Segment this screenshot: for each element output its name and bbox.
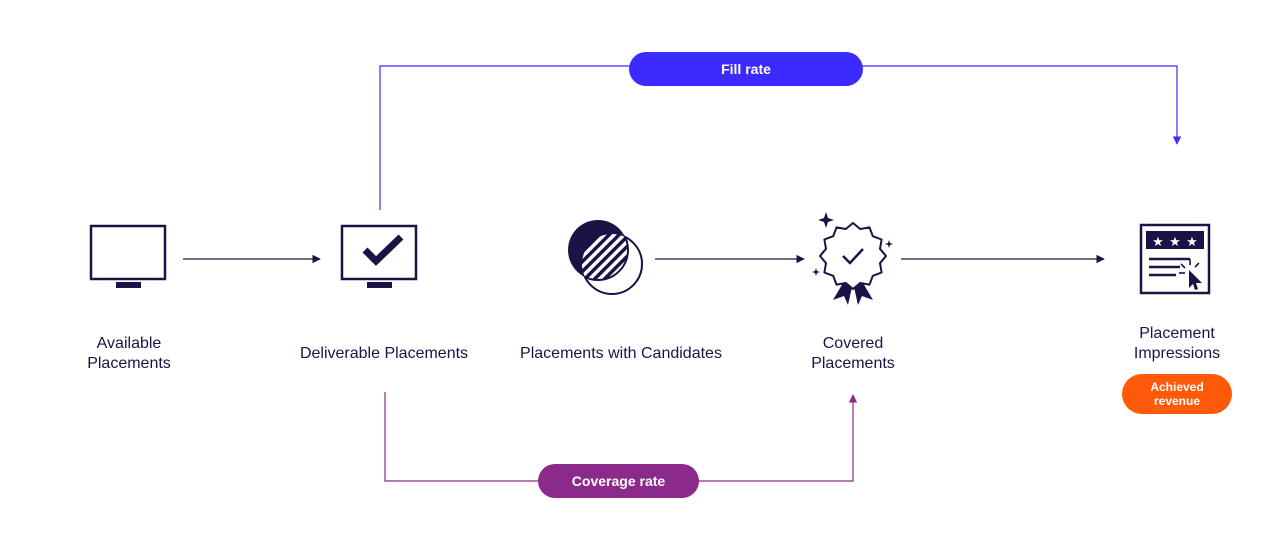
stage-label-line: Deliverable Placements — [299, 345, 469, 362]
stage-label-line: Available — [96, 335, 162, 352]
stage-label-line: Placement — [1139, 325, 1215, 342]
badge-check-icon — [812, 212, 893, 305]
stage-label-deliverable: Deliverable Placements — [300, 344, 468, 364]
stage-label-line: Impressions — [1133, 345, 1221, 362]
achieved-revenue-badge: Achieved revenue — [1122, 374, 1232, 414]
stage-label-impressions: Placement Impressions — [1134, 324, 1220, 364]
overlapping-circles-icon — [568, 220, 643, 295]
svg-text:★: ★ — [1169, 235, 1181, 250]
achieved-revenue-line2: revenue — [1153, 394, 1201, 408]
svg-text:★: ★ — [1152, 235, 1164, 250]
coverage-rate-badge: Coverage rate — [538, 464, 699, 498]
stage-label-line: Placements — [811, 355, 895, 372]
svg-text:★: ★ — [1186, 235, 1198, 250]
coverage-rate-label: Coverage rate — [571, 473, 666, 489]
rated-page-click-icon: ★ ★ ★ — [1139, 223, 1211, 295]
stage-label-line: Placements with Candidates — [520, 345, 722, 362]
fill-rate-badge: Fill rate — [629, 52, 863, 86]
stage-label-candidates: Placements with Candidates — [520, 344, 722, 364]
monitor-icon — [89, 224, 167, 288]
stage-label-available: Available Placements — [87, 334, 171, 374]
stage-label-covered: Covered Placements — [811, 334, 895, 374]
stage-label-line: Placements — [87, 355, 171, 372]
fill-rate-label: Fill rate — [721, 61, 771, 77]
fill-rate-connector — [379, 65, 1182, 210]
monitor-check-icon — [340, 224, 418, 288]
stage-label-line: Covered — [822, 335, 884, 352]
achieved-revenue-line1: Achieved — [1150, 380, 1204, 394]
